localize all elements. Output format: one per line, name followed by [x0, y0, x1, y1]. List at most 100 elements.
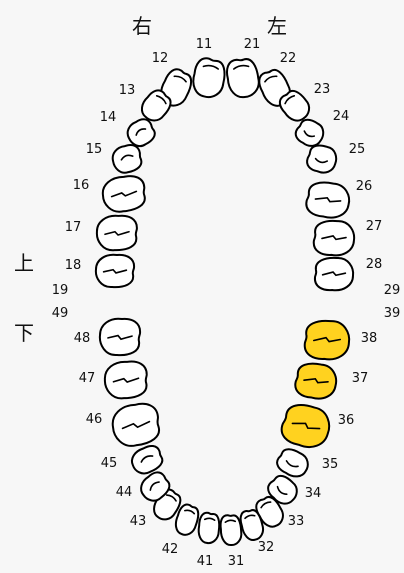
tooth-label-14: 14 — [100, 110, 117, 125]
tooth-14-crown[interactable] — [124, 116, 159, 150]
tooth-13-groove — [155, 95, 167, 105]
tooth-12[interactable] — [156, 66, 195, 110]
tooth-13[interactable] — [137, 87, 175, 126]
tooth-45-crown[interactable] — [128, 443, 166, 478]
tooth-18[interactable] — [94, 253, 136, 289]
tooth-25-crown[interactable] — [305, 143, 339, 176]
tooth-15[interactable] — [110, 143, 144, 176]
tooth-26[interactable] — [305, 180, 352, 220]
tooth-35-groove — [285, 460, 299, 468]
tooth-label-44: 44 — [116, 485, 133, 500]
tooth-41-crown[interactable] — [197, 511, 221, 545]
tooth-14-groove — [135, 128, 147, 136]
tooth-label-16: 16 — [73, 178, 90, 193]
tooth-16[interactable] — [101, 174, 148, 214]
tooth-21[interactable] — [225, 57, 261, 100]
tooth-label-21: 21 — [244, 37, 261, 52]
tooth-label-45: 45 — [101, 456, 118, 471]
tooth-25[interactable] — [305, 143, 339, 176]
tooth-26-groove — [314, 196, 342, 203]
tooth-11-crown[interactable] — [191, 57, 227, 100]
tooth-37-crown[interactable] — [294, 361, 339, 401]
tooth-14[interactable] — [124, 116, 159, 150]
tooth-46[interactable] — [110, 401, 163, 449]
tooth-38-groove — [312, 336, 342, 343]
tooth-12-groove — [173, 75, 187, 83]
tooth-label-46: 46 — [86, 412, 103, 427]
tooth-23-crown[interactable] — [276, 87, 314, 126]
tooth-28[interactable] — [313, 256, 355, 292]
tooth-32-groove — [244, 514, 256, 520]
tooth-label-33: 33 — [288, 514, 305, 529]
tooth-15-crown[interactable] — [110, 143, 144, 176]
tooth-label-23: 23 — [314, 82, 331, 97]
tooth-35-crown[interactable] — [274, 445, 312, 481]
tooth-15-groove — [120, 154, 134, 161]
tooth-31-groove — [224, 519, 237, 524]
tooth-41-groove — [203, 517, 216, 522]
tooth-23[interactable] — [276, 87, 314, 126]
tooth-44[interactable] — [136, 469, 173, 506]
tooth-34[interactable] — [264, 472, 301, 509]
tooth-label-28: 28 — [366, 257, 383, 272]
tooth-48-groove — [107, 334, 133, 341]
tooth-label-35: 35 — [322, 457, 339, 472]
tooth-48[interactable] — [98, 317, 142, 357]
tooth-label-34: 34 — [305, 486, 322, 501]
tooth-23-groove — [284, 95, 296, 105]
tooth-33[interactable] — [253, 493, 287, 530]
tooth-28-groove — [321, 271, 347, 277]
tooth-label-47: 47 — [79, 371, 96, 386]
tooth-37-groove — [303, 377, 329, 384]
side-label-right: 右 — [132, 14, 152, 38]
tooth-21-crown[interactable] — [225, 57, 261, 100]
tooth-33-groove — [260, 501, 272, 509]
tooth-13-crown[interactable] — [137, 87, 175, 126]
tooth-38[interactable] — [303, 319, 351, 361]
tooth-label-15: 15 — [86, 142, 103, 157]
tooth-44-groove — [149, 481, 160, 491]
tooth-41[interactable] — [197, 511, 221, 545]
tooth-47[interactable] — [103, 360, 149, 400]
tooth-label-42: 42 — [162, 542, 179, 557]
tooth-24-crown[interactable] — [293, 116, 328, 150]
tooth-32[interactable] — [238, 508, 265, 542]
tooth-34-crown[interactable] — [264, 472, 301, 509]
tooth-24[interactable] — [293, 116, 328, 150]
tooth-label-32: 32 — [258, 540, 275, 555]
tooth-label-31: 31 — [228, 554, 245, 569]
tooth-17-groove — [104, 230, 130, 236]
tooth-17[interactable] — [95, 214, 138, 252]
tooth-31[interactable] — [219, 514, 243, 547]
tooth-27[interactable] — [312, 219, 356, 257]
tooth-25-groove — [314, 157, 329, 164]
tooth-label-37: 37 — [352, 371, 369, 386]
tooth-36-groove — [291, 422, 321, 430]
tooth-11[interactable] — [191, 57, 227, 100]
tooth-label-13: 13 — [119, 83, 136, 98]
tooth-label-24: 24 — [333, 109, 350, 124]
tooth-22-groove — [264, 75, 278, 83]
tooth-31-crown[interactable] — [219, 514, 243, 547]
tooth-label-12: 12 — [152, 51, 169, 66]
tooth-label-17: 17 — [65, 220, 82, 235]
tooth-label-22: 22 — [280, 51, 297, 66]
tooth-36-crown[interactable] — [278, 401, 333, 452]
tooth-11-groove — [202, 64, 220, 70]
tooth-35[interactable] — [274, 445, 312, 481]
tooth-label-27: 27 — [366, 219, 383, 234]
tooth-42[interactable] — [173, 503, 202, 538]
tooth-label-29: 29 — [384, 283, 401, 298]
tooth-26-crown[interactable] — [305, 180, 352, 220]
tooth-36[interactable] — [278, 401, 333, 452]
tooth-label-38: 38 — [361, 331, 378, 346]
tooth-label-26: 26 — [356, 179, 373, 194]
tooth-37[interactable] — [294, 361, 339, 401]
tooth-44-crown[interactable] — [136, 469, 173, 506]
tooth-45[interactable] — [128, 443, 166, 478]
tooth-label-25: 25 — [349, 142, 366, 157]
tooth-label-19: 19 — [52, 283, 69, 298]
tooth-label-41: 41 — [197, 554, 214, 569]
